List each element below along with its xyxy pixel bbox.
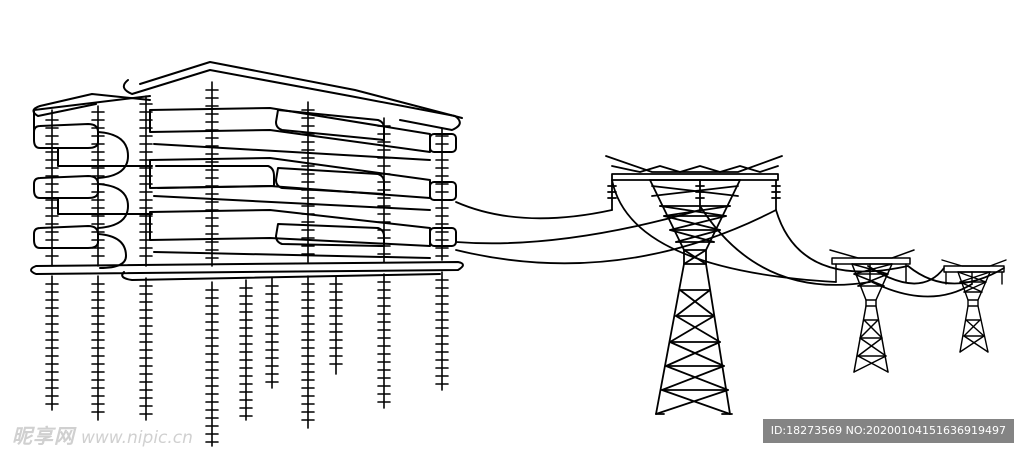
substation-structure xyxy=(30,61,464,281)
insulator-columns xyxy=(45,81,449,447)
power-lines xyxy=(455,179,1005,298)
large-transmission-tower xyxy=(605,155,783,415)
watermark-logo-text: 昵享网 xyxy=(12,424,75,448)
watermark-url: www.nipic.cn xyxy=(81,428,193,448)
image-id-text: ID:18273569 NO:20200104151636919497 xyxy=(770,424,1006,437)
image-id-badge: ID:18273569 NO:20200104151636919497 xyxy=(762,419,1014,443)
small-transmission-tower xyxy=(941,259,1007,353)
site-watermark: 昵享网 www.nipic.cn xyxy=(12,420,193,449)
medium-transmission-tower xyxy=(829,249,915,373)
